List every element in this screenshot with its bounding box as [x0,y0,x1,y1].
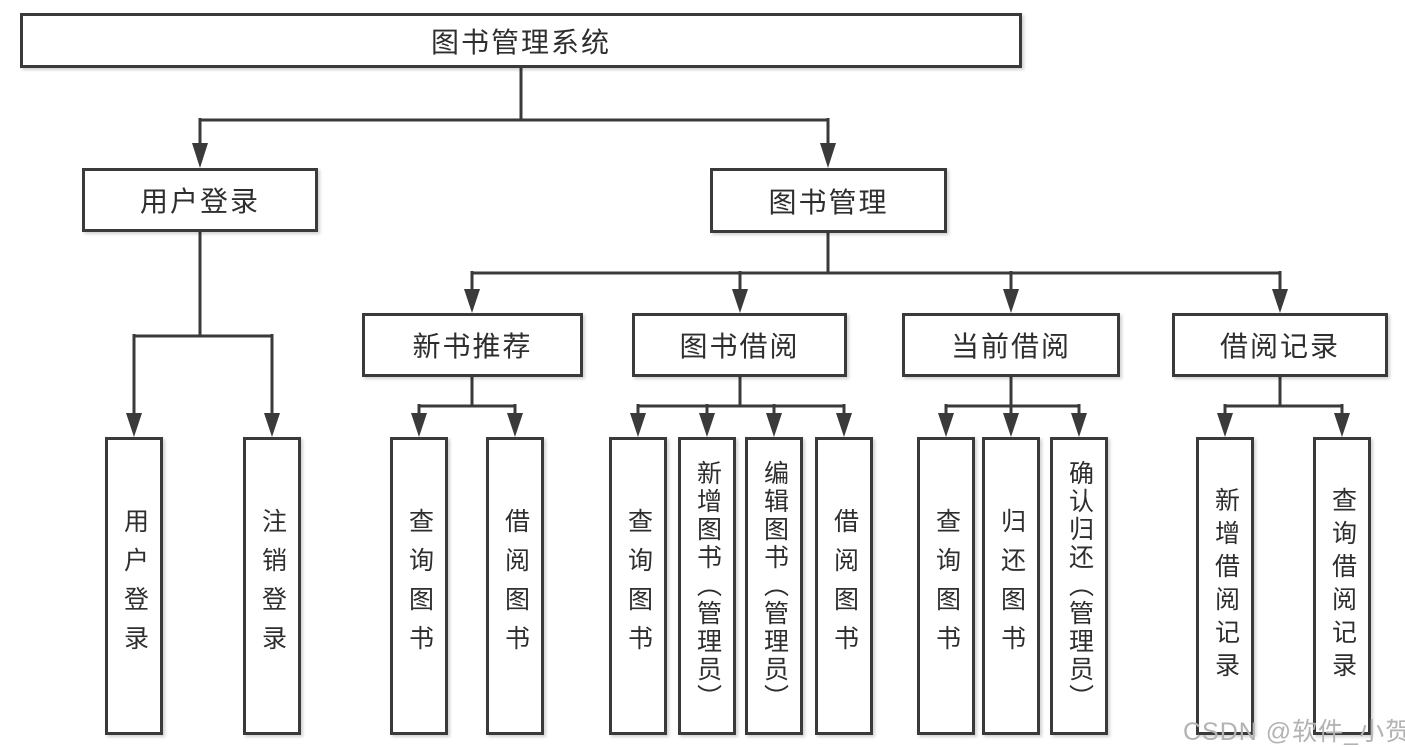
node-book-management-label: 图书管理 [768,186,889,218]
leaf-return-books: 归还图书 [982,437,1040,735]
leaf-add-borrow-record: 新增借阅记录 [1196,437,1254,735]
node-new-book-recommend-label: 新书推荐 [412,331,533,362]
node-book-borrow-label: 图书借阅 [679,331,800,362]
leaf-borrow-books-label: 借阅图书 [830,508,859,664]
leaf-recommend-borrow-books-label: 借阅图书 [501,508,530,664]
leaf-query-borrow-record-label: 查询借阅记录 [1328,487,1357,685]
leaf-recommend-query-books: 查询图书 [390,437,448,735]
leaf-borrow-books: 借阅图书 [815,437,873,735]
leaf-user-login-label: 用户登录 [120,508,149,664]
leaf-logout-label: 注销登录 [258,508,287,664]
arrowheads [126,143,1350,437]
leaf-add-books-admin: 新增图书（管理员） [678,437,736,735]
node-new-book-recommend: 新书推荐 [362,313,583,377]
leaf-current-query-books-label: 查询图书 [932,508,961,664]
leaf-recommend-query-books-label: 查询图书 [405,508,434,664]
csdn-watermark: CSDN @软件_小贺同学 [1183,718,1405,746]
node-root-label: 图书管理系统 [430,26,611,58]
node-borrow-records: 借阅记录 [1172,313,1388,377]
node-current-borrow: 当前借阅 [902,313,1120,377]
leaf-logout: 注销登录 [243,437,301,735]
leaf-add-borrow-record-label: 新增借阅记录 [1211,487,1240,685]
leaf-borrow-query-books-label: 查询图书 [624,508,653,664]
leaf-confirm-return-admin-label: 确认归还（管理员） [1065,460,1094,712]
leaf-user-login: 用户登录 [105,437,163,735]
node-root-library-system: 图书管理系统 [20,13,1022,68]
leaf-edit-books-admin: 编辑图书（管理员） [745,437,803,735]
leaf-current-query-books: 查询图书 [917,437,975,735]
node-book-management: 图书管理 [710,168,947,233]
node-user-login: 用户登录 [82,168,318,232]
node-borrow-records-label: 借阅记录 [1219,331,1340,362]
leaf-borrow-query-books: 查询图书 [609,437,667,735]
leaf-edit-books-admin-label: 编辑图书（管理员） [760,460,789,712]
leaf-confirm-return-admin: 确认归还（管理员） [1050,437,1108,735]
node-book-borrow: 图书借阅 [632,313,847,377]
leaf-query-borrow-record: 查询借阅记录 [1313,437,1371,735]
leaf-recommend-borrow-books: 借阅图书 [486,437,544,735]
node-current-borrow-label: 当前借阅 [950,331,1071,362]
leaf-add-books-admin-label: 新增图书（管理员） [693,460,722,712]
leaf-return-books-label: 归还图书 [997,508,1026,664]
node-user-login-label: 用户登录 [139,186,260,217]
